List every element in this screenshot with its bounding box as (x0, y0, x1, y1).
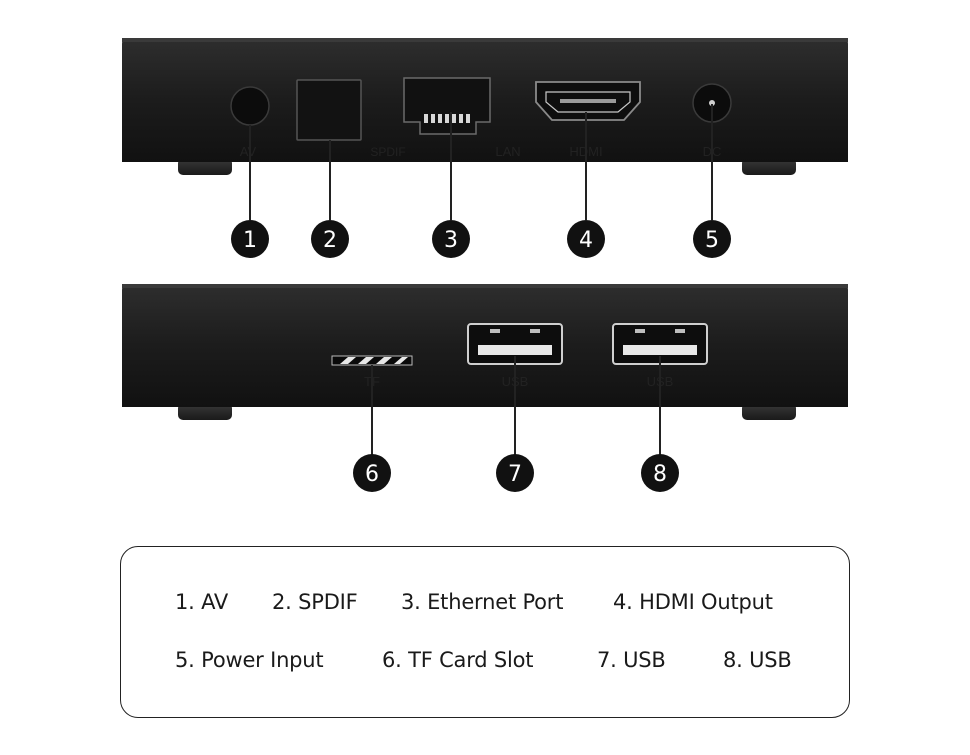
callout-2-number: 2 (323, 228, 337, 253)
legend-item-av: 1. AV (175, 590, 229, 614)
legend-item-power: 5. Power Input (175, 648, 324, 672)
device-diagram: AV SPDIF LAN HDMI DC (122, 38, 848, 492)
av-port-label: AV (240, 144, 257, 159)
rear-foot-left (178, 158, 232, 175)
callout-5: 5 (693, 220, 731, 258)
legend-item-spdif: 2. SPDIF (272, 590, 358, 614)
rear-leader-lines (249, 104, 713, 220)
ethernet-port-icon (403, 77, 491, 135)
side-foot-right (742, 403, 796, 420)
callout-3: 3 (432, 220, 470, 258)
rear-panel: AV SPDIF LAN HDMI DC (122, 38, 848, 258)
legend-item-ethernet: 3. Ethernet Port (401, 590, 564, 614)
callout-6: 6 (353, 454, 391, 492)
legend-item-usb-8: 8. USB (723, 648, 792, 672)
dc-pin-icon (709, 100, 715, 106)
callout-5-number: 5 (705, 228, 719, 253)
callout-3-number: 3 (444, 228, 458, 253)
callout-1-number: 1 (243, 228, 257, 253)
callout-8-number: 8 (653, 462, 667, 487)
rear-foot-right (742, 158, 796, 175)
callout-4-number: 4 (579, 228, 593, 253)
rear-top-edge (122, 38, 848, 42)
spdif-port-icon (296, 79, 362, 141)
callout-7-number: 7 (508, 462, 522, 487)
legend-box: 1. AV 2. SPDIF 3. Ethernet Port 4. HDMI … (120, 546, 850, 718)
side-panel: TF USB USB 6 7 8 (122, 284, 848, 492)
lan-port-label: LAN (495, 144, 520, 159)
spdif-port-label: SPDIF (370, 145, 405, 159)
callout-6-number: 6 (365, 462, 379, 487)
legend-item-tf-card: 6. TF Card Slot (382, 648, 534, 672)
hdmi-port-icon (535, 81, 641, 121)
callout-8: 8 (641, 454, 679, 492)
callout-1: 1 (231, 220, 269, 258)
tf-card-slot-icon (331, 355, 413, 366)
side-foot-left (178, 403, 232, 420)
side-leader-lines (371, 356, 661, 455)
legend-item-hdmi: 4. HDMI Output (613, 590, 773, 614)
callout-7: 7 (496, 454, 534, 492)
side-top-edge (122, 284, 848, 288)
av-jack-icon (230, 86, 270, 126)
legend-item-usb-7: 7. USB (597, 648, 666, 672)
callout-4: 4 (567, 220, 605, 258)
callout-2: 2 (311, 220, 349, 258)
